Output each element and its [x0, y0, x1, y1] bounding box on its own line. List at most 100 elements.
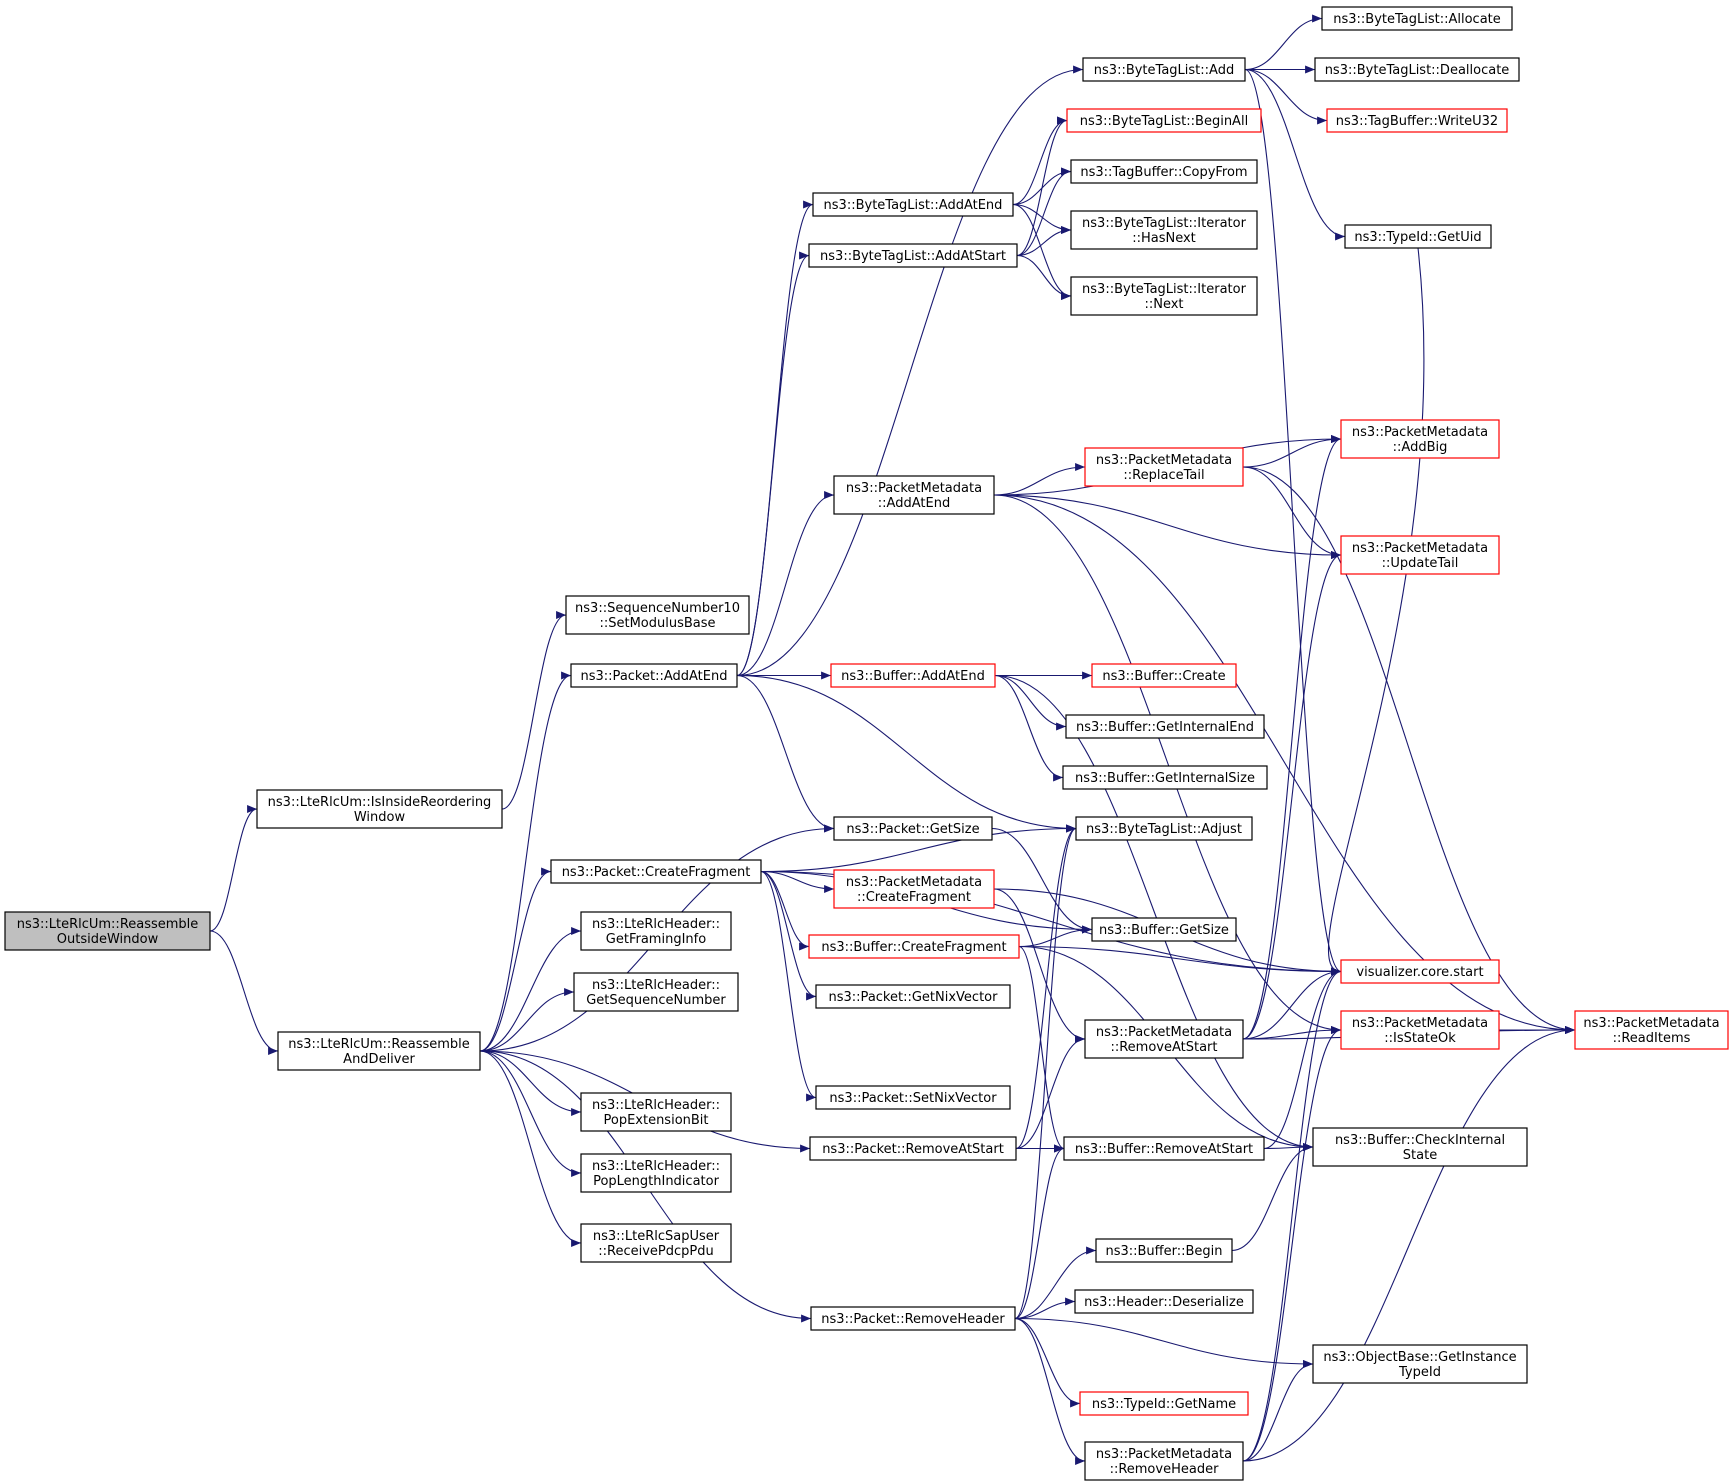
node-label: ns3::LteRlcHeader::	[592, 978, 720, 993]
node-pkt-getnix[interactable]: ns3::Packet::GetNixVector	[815, 984, 1011, 1009]
edge	[993, 494, 1342, 1034]
node-label: ns3::Buffer::RemoveAtStart	[1075, 1142, 1253, 1157]
node-buf-getsize[interactable]: ns3::Buffer::GetSize	[1091, 917, 1237, 942]
node-box	[833, 816, 993, 841]
node-pm-createfrag[interactable]: ns3::PacketMetadata::CreateFragment	[833, 869, 995, 909]
node-pm-removeatstart[interactable]: ns3::PacketMetadata::RemoveAtStart	[1084, 1019, 1244, 1059]
node-label: ns3::Buffer::Create	[1102, 669, 1225, 684]
node-label: ns3::Packet::CreateFragment	[562, 865, 751, 880]
edge	[736, 674, 1077, 833]
node-buf-getinternalend[interactable]: ns3::Buffer::GetInternalEnd	[1065, 714, 1265, 739]
node-poplen[interactable]: ns3::LteRlcHeader::PopLengthIndicator	[580, 1153, 732, 1193]
node-label: ns3::Packet::AddAtEnd	[581, 669, 728, 684]
node-pm-isstateok[interactable]: ns3::PacketMetadata::IsStateOk	[1340, 1010, 1500, 1050]
node-pkt-createfrag[interactable]: ns3::Packet::CreateFragment	[550, 859, 762, 884]
node-pkt-getsize[interactable]: ns3::Packet::GetSize	[833, 816, 993, 841]
node-btl-hasnext[interactable]: ns3::ByteTagList::Iterator::HasNext	[1070, 210, 1258, 250]
node-box	[277, 1031, 481, 1071]
node-label: GetSequenceNumber	[586, 993, 726, 1008]
node-pm-replacetail[interactable]: ns3::PacketMetadata::ReplaceTail	[1084, 447, 1244, 487]
node-pkt-removeatstart[interactable]: ns3::Packet::RemoveAtStart	[809, 1136, 1017, 1161]
node-label: visualizer.core.start	[1356, 965, 1483, 980]
node-label: OutsideWindow	[57, 932, 159, 947]
edge	[479, 1050, 582, 1177]
edge-pkt-createfrag-to-pkt-setnix	[760, 870, 817, 1102]
node-buf-createfrag[interactable]: ns3::Buffer::CreateFragment	[808, 934, 1020, 959]
node-typeid-getname[interactable]: ns3::TypeId::GetName	[1079, 1391, 1249, 1416]
node-tb-copyfrom[interactable]: ns3::TagBuffer::CopyFrom	[1070, 159, 1258, 184]
node-buf-addatend[interactable]: ns3::Buffer::AddAtEnd	[830, 663, 996, 688]
node-btl-next[interactable]: ns3::ByteTagList::Iterator::Next	[1070, 276, 1258, 316]
edge-pkt-removeatstart-to-btl-adjust	[1015, 824, 1077, 1150]
edge	[736, 674, 835, 833]
node-hdr-deserialize[interactable]: ns3::Header::Deserialize	[1074, 1289, 1254, 1314]
node-pm-addatend[interactable]: ns3::PacketMetadata::AddAtEnd	[833, 475, 995, 515]
node-tb-writeu32[interactable]: ns3::TagBuffer::WriteU32	[1326, 108, 1508, 133]
node-typeid-getuid[interactable]: ns3::TypeId::GetUid	[1344, 224, 1492, 249]
node-box	[1074, 1289, 1254, 1314]
edge	[736, 491, 835, 677]
node-buf-removeatstart[interactable]: ns3::Buffer::RemoveAtStart	[1063, 1136, 1265, 1161]
node-label: ns3::Buffer::GetSize	[1099, 923, 1229, 938]
node-pm-updatetail[interactable]: ns3::PacketMetadata::UpdateTail	[1340, 535, 1500, 575]
edge	[1016, 116, 1068, 257]
node-pkt-setnix[interactable]: ns3::Packet::SetNixVector	[815, 1085, 1011, 1110]
node-buf-begin[interactable]: ns3::Buffer::Begin	[1095, 1238, 1233, 1263]
node-viz-start[interactable]: visualizer.core.start	[1340, 959, 1500, 984]
edge	[1244, 68, 1346, 241]
node-buf-create[interactable]: ns3::Buffer::Create	[1091, 663, 1237, 688]
node-getframing[interactable]: ns3::LteRlcHeader::GetFramingInfo	[580, 911, 732, 951]
node-box	[1340, 1010, 1500, 1050]
node-label: ::UpdateTail	[1382, 556, 1459, 571]
node-popext[interactable]: ns3::LteRlcHeader::PopExtensionBit	[580, 1092, 732, 1132]
node-btl-allocate[interactable]: ns3::ByteTagList::Allocate	[1321, 6, 1513, 31]
node-btl-deallocate[interactable]: ns3::ByteTagList::Deallocate	[1314, 57, 1520, 82]
node-btl-addatend[interactable]: ns3::ByteTagList::AddAtEnd	[812, 192, 1014, 217]
edge	[1015, 1035, 1086, 1150]
node-getseq[interactable]: ns3::LteRlcHeader::GetSequenceNumber	[573, 972, 739, 1012]
node-box	[1082, 57, 1246, 82]
node-receivepdcp[interactable]: ns3::LteRlcSapUser::ReceivePdcpPdu	[580, 1223, 732, 1263]
node-seqmod[interactable]: ns3::SequenceNumber10::SetModulusBase	[565, 595, 750, 635]
edge-reassemble-to-receivepdcp	[479, 1050, 582, 1247]
node-box	[1070, 276, 1258, 316]
node-box	[1091, 663, 1237, 688]
edge-buf-addatend-to-buf-checkinternal	[994, 674, 1314, 1151]
edge-btl-addatend-to-btl-beginall	[1012, 116, 1068, 206]
edge-pm-addatend-to-pm-updatetail	[993, 494, 1342, 559]
edge-pm-addatend-to-pm-isstateok	[993, 494, 1342, 1034]
node-btl-beginall[interactable]: ns3::ByteTagList::BeginAll	[1066, 108, 1262, 133]
node-pm-readitems[interactable]: ns3::PacketMetadata::ReadItems	[1574, 1010, 1729, 1050]
edge-pkt-removeatstart-to-pm-removeatstart	[1015, 1035, 1086, 1150]
node-box	[1070, 210, 1258, 250]
node-box	[580, 1223, 732, 1263]
node-box	[1091, 917, 1237, 942]
node-pm-addbig[interactable]: ns3::PacketMetadata::AddBig	[1340, 419, 1500, 459]
node-label: ns3::PacketMetadata	[1352, 425, 1488, 440]
node-btl-addatstart[interactable]: ns3::ByteTagList::AddAtStart	[808, 243, 1018, 268]
node-pkt-removeheader[interactable]: ns3::Packet::RemoveHeader	[810, 1306, 1016, 1331]
node-btl-add[interactable]: ns3::ByteTagList::Add	[1082, 57, 1246, 82]
node-box	[809, 1136, 1017, 1161]
edge-isinside-to-seqmod	[501, 611, 567, 810]
edge-root-to-isinside	[209, 805, 258, 932]
node-btl-adjust[interactable]: ns3::ByteTagList::Adjust	[1075, 816, 1253, 841]
edge-reassemble-to-poplen	[479, 1050, 582, 1177]
edge	[736, 65, 1084, 677]
node-pm-removeheader[interactable]: ns3::PacketMetadata::RemoveHeader	[1084, 1441, 1244, 1481]
node-label: ns3::Buffer::GetInternalSize	[1075, 771, 1255, 786]
node-buf-getinternalsize[interactable]: ns3::Buffer::GetInternalSize	[1062, 765, 1268, 790]
edge-buf-begin-to-buf-checkinternal	[1231, 1143, 1314, 1252]
edge	[1014, 824, 1077, 1320]
edge-pm-createfrag-to-pm-removeatstart	[993, 888, 1086, 1043]
edge-pm-removeheader-to-objbase-getinstance	[1242, 1360, 1314, 1462]
edge	[1244, 68, 1328, 125]
edge	[209, 930, 279, 1055]
node-pkt-addatend[interactable]: ns3::Packet::AddAtEnd	[570, 663, 738, 688]
edge	[1014, 1317, 1314, 1368]
